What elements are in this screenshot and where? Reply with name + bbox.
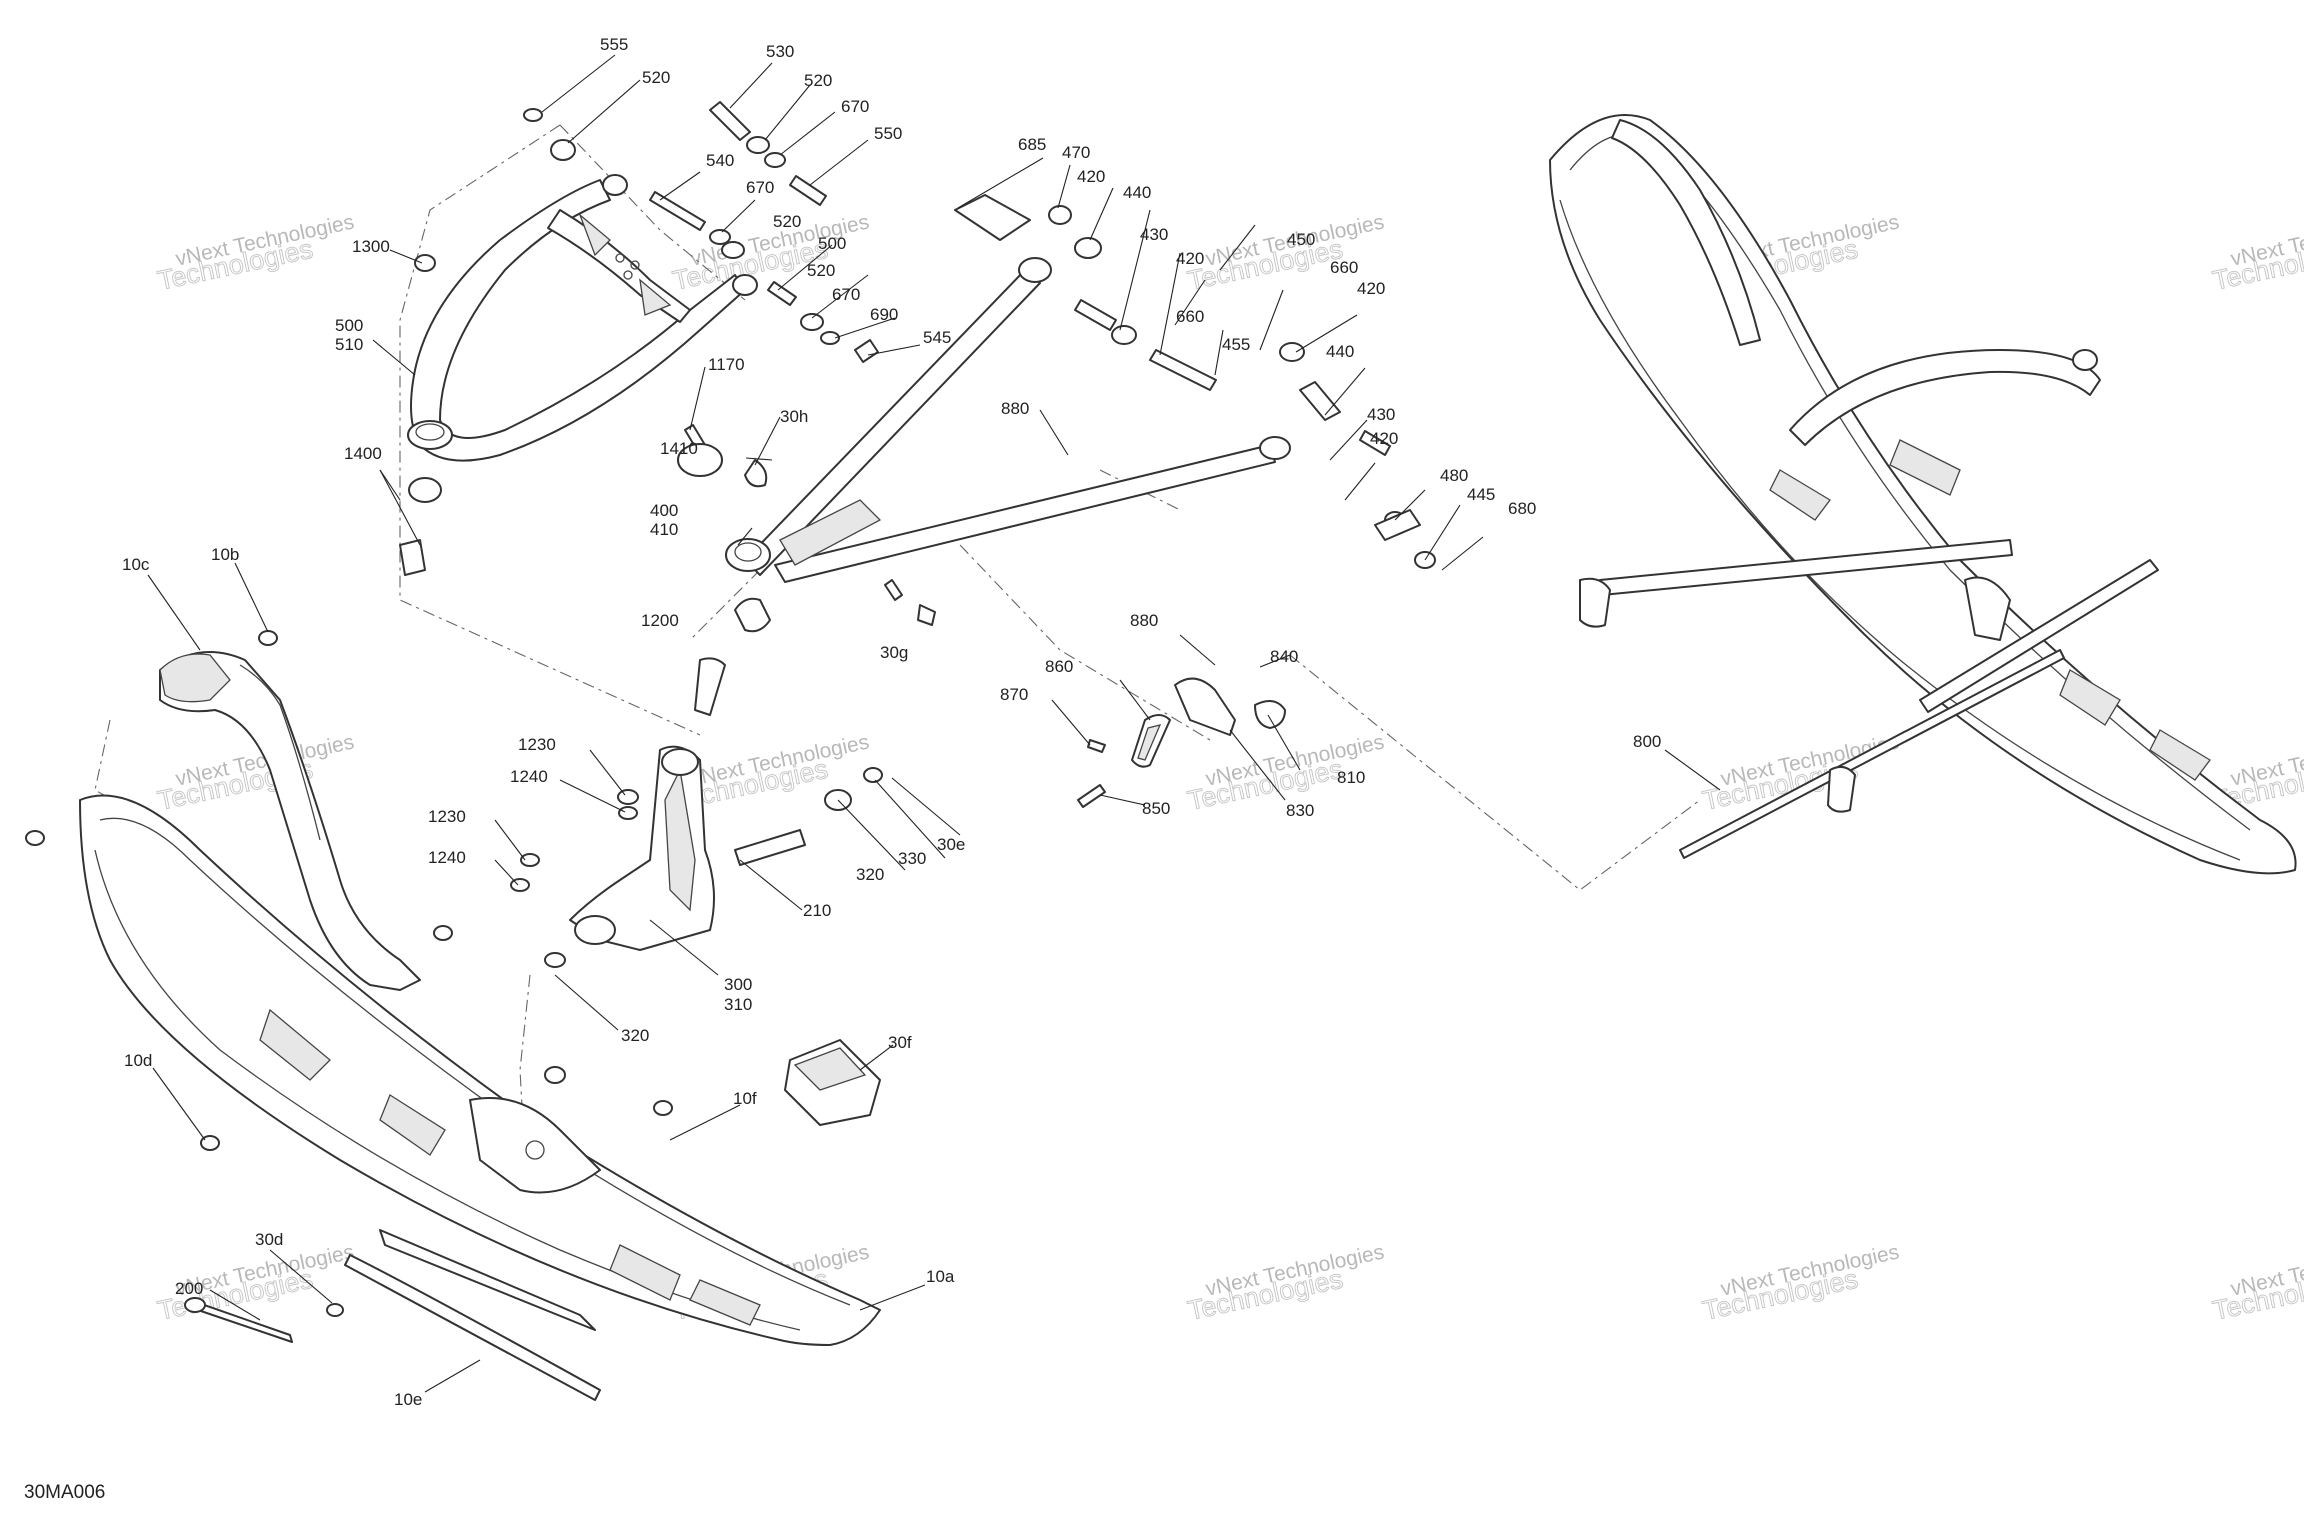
part-label: 470 (1062, 143, 1090, 162)
part-label: 670 (841, 97, 869, 116)
part-label: 420 (1370, 429, 1398, 448)
part-label: 500 (818, 234, 846, 253)
part-label: 660 (1330, 258, 1358, 277)
part-label: 30h (780, 407, 808, 426)
part-label: 30d (255, 1230, 283, 1249)
leader-lines (147, 54, 1721, 1393)
part-label: 520 (773, 212, 801, 231)
part-label: 1170 (708, 355, 745, 374)
part-label: 10b (211, 545, 239, 564)
part-label: 500 (335, 316, 363, 335)
part-label: 510 (335, 335, 363, 354)
wear-pad (784, 1039, 881, 1126)
part-label: 1410 (660, 439, 698, 458)
part-label: 1240 (510, 767, 548, 786)
part-label: 210 (803, 901, 831, 920)
part-label: 1400 (344, 444, 382, 463)
part-label: 810 (1337, 768, 1365, 787)
part-label: 30f (888, 1033, 912, 1052)
part-label: 450 (1287, 230, 1315, 249)
watermark: Technologies vNext Technologies (2210, 210, 2304, 296)
part-label: 480 (1440, 466, 1468, 485)
steering-arm (1077, 677, 1286, 808)
ski (79, 794, 881, 1346)
part-label: 520 (807, 261, 835, 280)
part-label: 300 (724, 975, 752, 994)
watermark: Technologies vNext Technologies (1700, 730, 1902, 816)
part-label: 420 (1176, 249, 1204, 268)
upper-a-arm (407, 174, 758, 462)
part-label: 30e (937, 835, 965, 854)
part-label: 660 (1176, 307, 1204, 326)
watermark: Technologies vNext Technologies (1700, 1240, 1902, 1326)
part-label: 10f (733, 1089, 757, 1108)
upper-arm-hardware (399, 101, 879, 576)
part-label: 320 (856, 865, 884, 884)
part-label: 455 (1222, 335, 1250, 354)
part-label: 440 (1123, 183, 1151, 202)
part-label: 860 (1045, 657, 1073, 676)
part-label: 550 (874, 124, 902, 143)
part-label: 1230 (518, 735, 556, 754)
part-label: 850 (1142, 799, 1170, 818)
part-label: 430 (1367, 405, 1395, 424)
watermark: Technologies vNext Technologies (1185, 1240, 1387, 1326)
part-label: 440 (1326, 342, 1354, 361)
part-label: 690 (870, 305, 898, 324)
part-label: 10a (926, 1267, 955, 1286)
ski-runner (344, 1254, 601, 1401)
part-label: 320 (621, 1026, 649, 1045)
part-label: 840 (1270, 647, 1298, 666)
part-label: 1200 (641, 611, 679, 630)
assembled-view (1549, 114, 2297, 875)
part-label: 10e (394, 1390, 422, 1409)
part-label: 670 (746, 178, 774, 197)
part-label: 1300 (352, 237, 390, 256)
part-labels: 555 520 530 520 670 550 540 670 520 500 … (122, 35, 1661, 1409)
part-label: 200 (175, 1279, 203, 1298)
part-label: 540 (706, 151, 734, 170)
ski-hardware (25, 630, 673, 1343)
part-label: 1240 (428, 848, 466, 867)
watermark: Technologies vNext Technologies (2210, 1240, 2304, 1326)
part-label: 1230 (428, 807, 466, 826)
watermark: Technologies vNext Technologies (155, 210, 357, 296)
part-label: 10d (124, 1051, 152, 1070)
spindle (510, 443, 883, 968)
part-label: 870 (1000, 685, 1028, 704)
part-label: 880 (1001, 399, 1029, 418)
part-label: 880 (1130, 611, 1158, 630)
diagram-code: 30MA006 (24, 1482, 106, 1503)
part-label: 530 (766, 42, 794, 61)
part-label: 30g (880, 643, 908, 662)
part-label: 10c (122, 555, 150, 574)
part-label: 330 (898, 849, 926, 868)
part-label: 310 (724, 995, 752, 1014)
part-label: 420 (1077, 167, 1105, 186)
part-label: 800 (1633, 732, 1661, 751)
part-label: 400 (650, 501, 678, 520)
part-label: 545 (923, 328, 951, 347)
part-label: 445 (1467, 485, 1495, 504)
part-label: 410 (650, 520, 678, 539)
part-label: 670 (832, 285, 860, 304)
ski-handle (159, 651, 421, 991)
part-label: 830 (1286, 801, 1314, 820)
lower-a-arm (725, 257, 1291, 633)
part-label: 680 (1508, 499, 1536, 518)
part-label: 420 (1357, 279, 1385, 298)
part-label: 430 (1140, 225, 1168, 244)
lower-arm-hardware (684, 194, 1436, 626)
part-label: 555 (600, 35, 628, 54)
part-label: 520 (642, 68, 670, 87)
part-label: 520 (804, 71, 832, 90)
part-label: 685 (1018, 135, 1046, 154)
